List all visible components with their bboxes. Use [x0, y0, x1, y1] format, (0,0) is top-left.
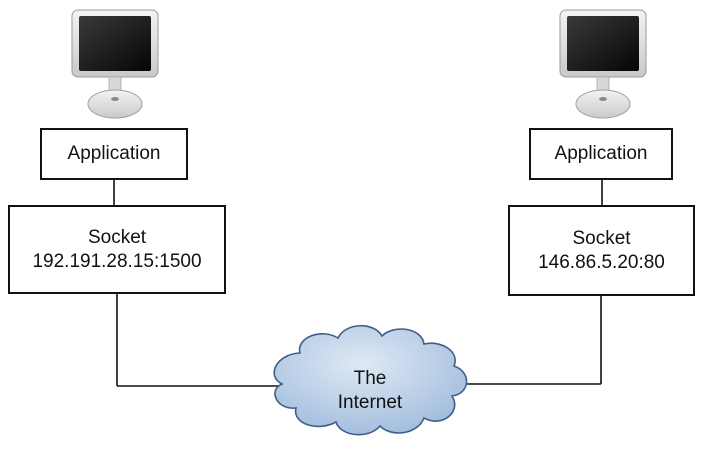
right-socket-box: Socket 146.86.5.20:80	[508, 205, 695, 296]
right-application-label: Application	[554, 143, 648, 164]
internet-label: The Internet	[300, 367, 440, 415]
internet-cloud-icon	[273, 324, 468, 436]
internet-label-line2: Internet	[337, 392, 403, 413]
internet-label-line1: The	[353, 368, 387, 389]
computer-icon	[71, 9, 159, 119]
computer-icon	[559, 9, 647, 119]
right-socket-title: Socket	[572, 227, 631, 249]
right-socket-address: 146.86.5.20:80	[538, 251, 665, 273]
connector-lines	[113, 180, 603, 387]
left-socket-box: Socket 192.191.28.15:1500	[8, 205, 226, 294]
left-application-label: Application	[67, 143, 161, 164]
left-socket-title: Socket	[87, 226, 147, 248]
left-socket-address: 192.191.28.15:1500	[32, 250, 202, 272]
right-application-box: Application	[529, 128, 673, 180]
left-application-box: Application	[40, 128, 188, 180]
